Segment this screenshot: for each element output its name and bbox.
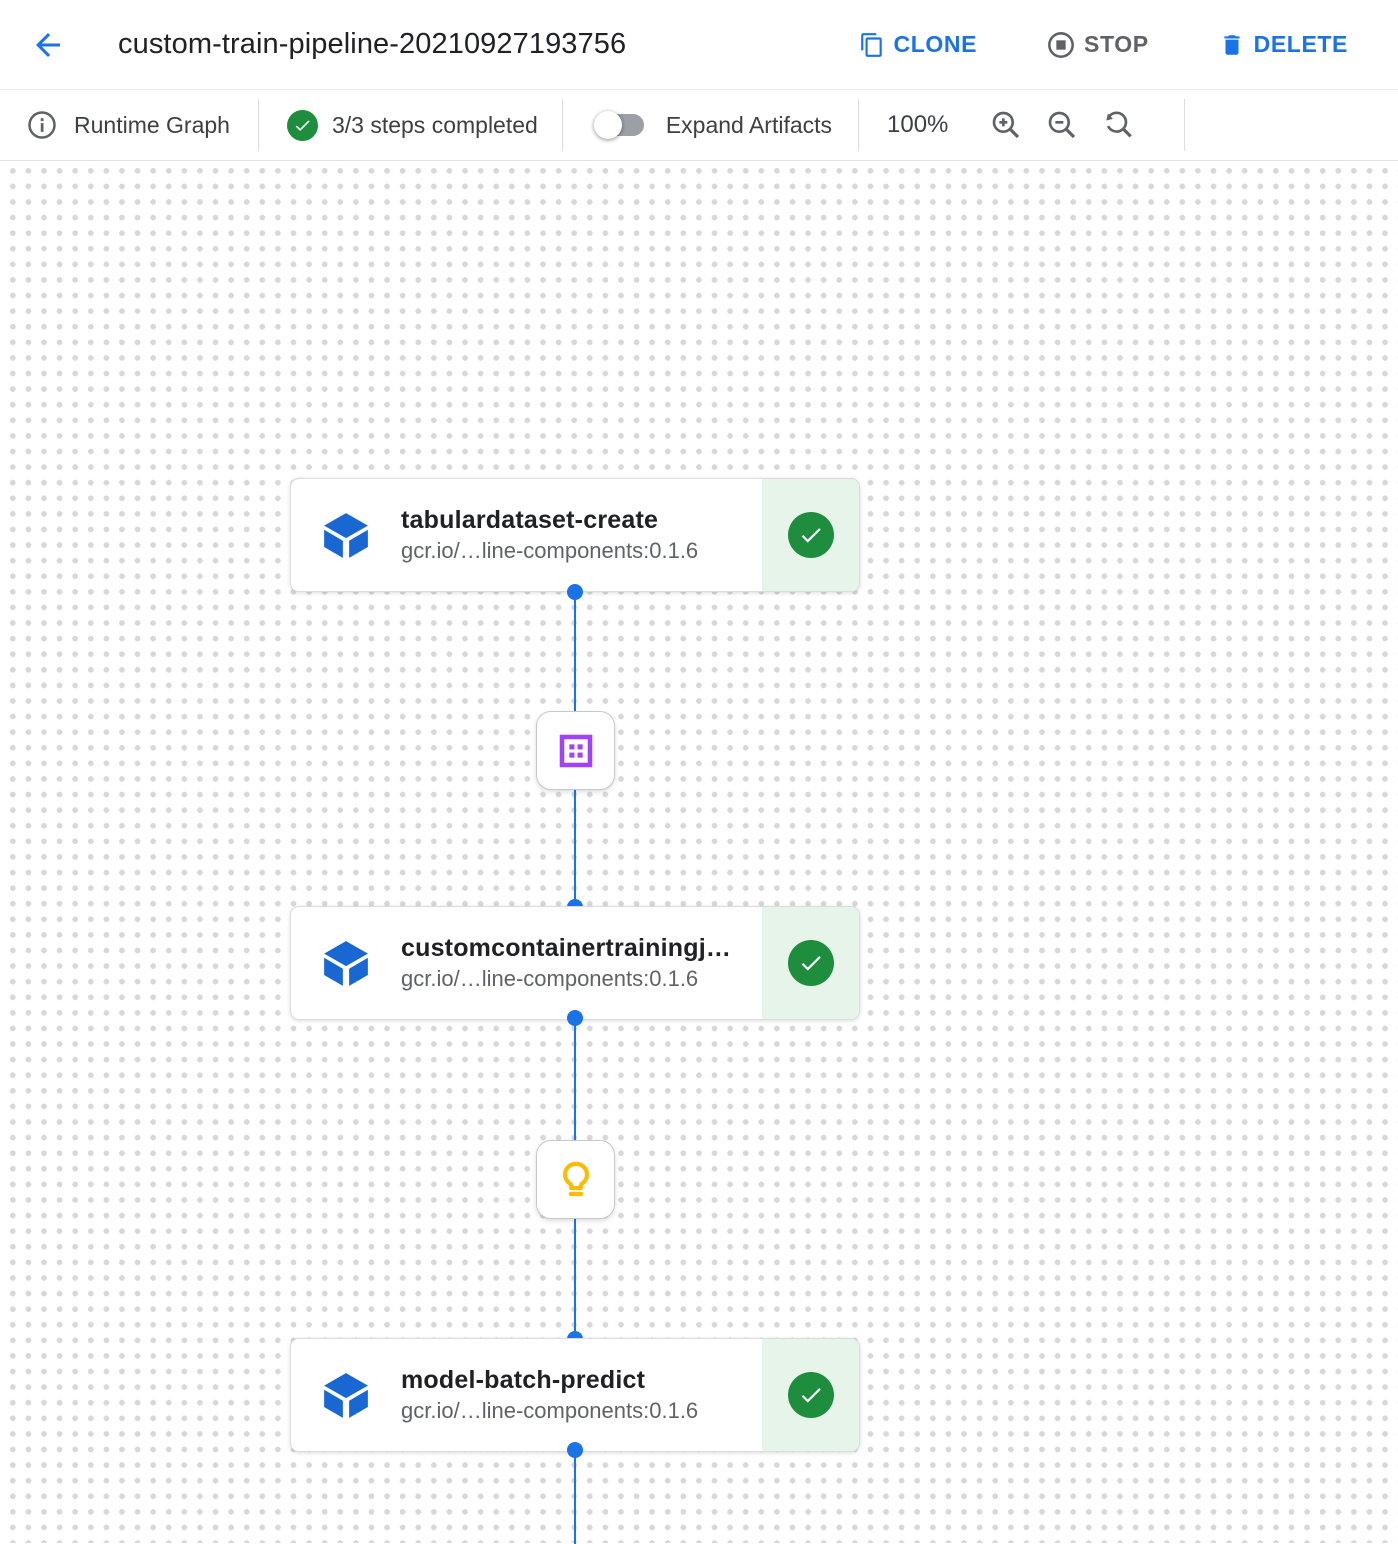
clone-label: CLONE — [893, 31, 978, 57]
exec-node-title: model-batch-predict — [401, 1366, 646, 1394]
delete-label: DELETE — [1253, 31, 1348, 57]
stop-label: STOP — [1084, 31, 1149, 57]
copy-icon — [860, 32, 882, 57]
model-icon — [562, 1161, 589, 1196]
exec-node-body: customcontainertrainingj… gcr.io/…line-c… — [291, 907, 762, 1019]
divider — [1184, 99, 1186, 151]
runtime-graph-group: Runtime Graph — [0, 90, 258, 160]
trash-icon — [1224, 34, 1240, 55]
edge-line — [574, 1448, 576, 1544]
exec-node-status — [762, 907, 859, 1019]
exec-node-status — [762, 479, 859, 591]
zoom-controls: 100% — [859, 90, 1184, 160]
stop-button[interactable]: STOP — [1047, 31, 1149, 59]
cube-icon — [324, 1373, 368, 1418]
artifact-node-dataset[interactable] — [536, 711, 615, 790]
zoom-out-button[interactable] — [1034, 97, 1090, 153]
edge-line — [574, 1219, 576, 1342]
reset-zoom-icon — [1106, 111, 1133, 138]
exec-node-text: model-batch-predict gcr.io/…line-compone… — [401, 1366, 698, 1424]
arrow-back-icon — [36, 32, 60, 57]
clone-button[interactable]: CLONE — [859, 31, 978, 58]
zoom-out-icon — [1049, 111, 1076, 139]
header: custom-train-pipeline-20210927193756 CLO… — [0, 0, 1398, 90]
reset-zoom-button[interactable] — [1090, 97, 1146, 153]
output-port-dot — [567, 1010, 583, 1026]
zoom-level: 100% — [887, 111, 949, 138]
exec-node-customcontainertrainingjob[interactable]: customcontainertrainingj… gcr.io/…line-c… — [290, 906, 860, 1020]
exec-node-model-batch-predict[interactable]: model-batch-predict gcr.io/…line-compone… — [290, 1338, 860, 1452]
exec-node-subtitle: gcr.io/…line-components:0.1.6 — [401, 1398, 699, 1423]
exec-node-tabulardataset-create[interactable]: tabulardataset-create gcr.io/…line-compo… — [290, 478, 860, 592]
divider — [858, 99, 860, 151]
expand-artifacts-label: Expand Artifacts — [665, 111, 833, 138]
zoom-in-icon — [993, 111, 1020, 139]
exec-node-body: model-batch-predict gcr.io/…line-compone… — [291, 1339, 762, 1451]
steps-status: 3/3 steps completed — [331, 111, 538, 138]
exec-node-title: customcontainertrainingj… — [401, 934, 732, 962]
cube-icon — [324, 941, 368, 986]
expand-artifacts-toggle[interactable] — [593, 111, 644, 139]
exec-node-title: tabulardataset-create — [401, 506, 659, 534]
artifact-node-model[interactable] — [536, 1140, 615, 1219]
exec-node-body: tabulardataset-create gcr.io/…line-compo… — [291, 479, 762, 591]
divider — [561, 99, 563, 151]
success-check-icon — [787, 940, 834, 986]
edge-line — [574, 586, 576, 716]
output-port-dot — [567, 1442, 583, 1458]
delete-button[interactable]: DELETE — [1219, 31, 1348, 58]
stop-icon — [1048, 31, 1074, 58]
divider — [257, 99, 259, 151]
edge-line — [574, 790, 576, 910]
exec-node-subtitle: gcr.io/…line-components:0.1.6 — [401, 966, 699, 991]
expand-artifacts-group: Expand Artifacts — [563, 90, 858, 160]
header-actions: CLONE STOP DELETE — [859, 31, 1374, 59]
back-button[interactable] — [26, 23, 70, 67]
page-title: custom-train-pipeline-20210927193756 — [118, 28, 627, 60]
edge-line — [574, 1016, 576, 1144]
toolbar: Runtime Graph 3/3 steps completed Expand… — [0, 90, 1398, 161]
dataset-icon — [559, 734, 592, 767]
exec-node-status — [762, 1339, 859, 1451]
cube-icon — [324, 513, 368, 558]
exec-node-text: customcontainertrainingj… gcr.io/…line-c… — [401, 934, 731, 992]
info-icon[interactable] — [27, 110, 57, 140]
view-label: Runtime Graph — [74, 111, 230, 138]
steps-check-icon — [286, 109, 318, 141]
zoom-in-button[interactable] — [978, 97, 1034, 153]
pipeline-canvas[interactable]: tabulardataset-create gcr.io/…line-compo… — [0, 161, 1398, 1544]
output-port-dot — [567, 584, 583, 600]
success-check-icon — [787, 512, 834, 558]
success-check-icon — [787, 1372, 834, 1418]
toggle-thumb — [593, 111, 622, 139]
steps-status-group: 3/3 steps completed — [259, 90, 562, 160]
exec-node-text: tabulardataset-create gcr.io/…line-compo… — [401, 506, 698, 564]
exec-node-subtitle: gcr.io/…line-components:0.1.6 — [401, 538, 699, 563]
